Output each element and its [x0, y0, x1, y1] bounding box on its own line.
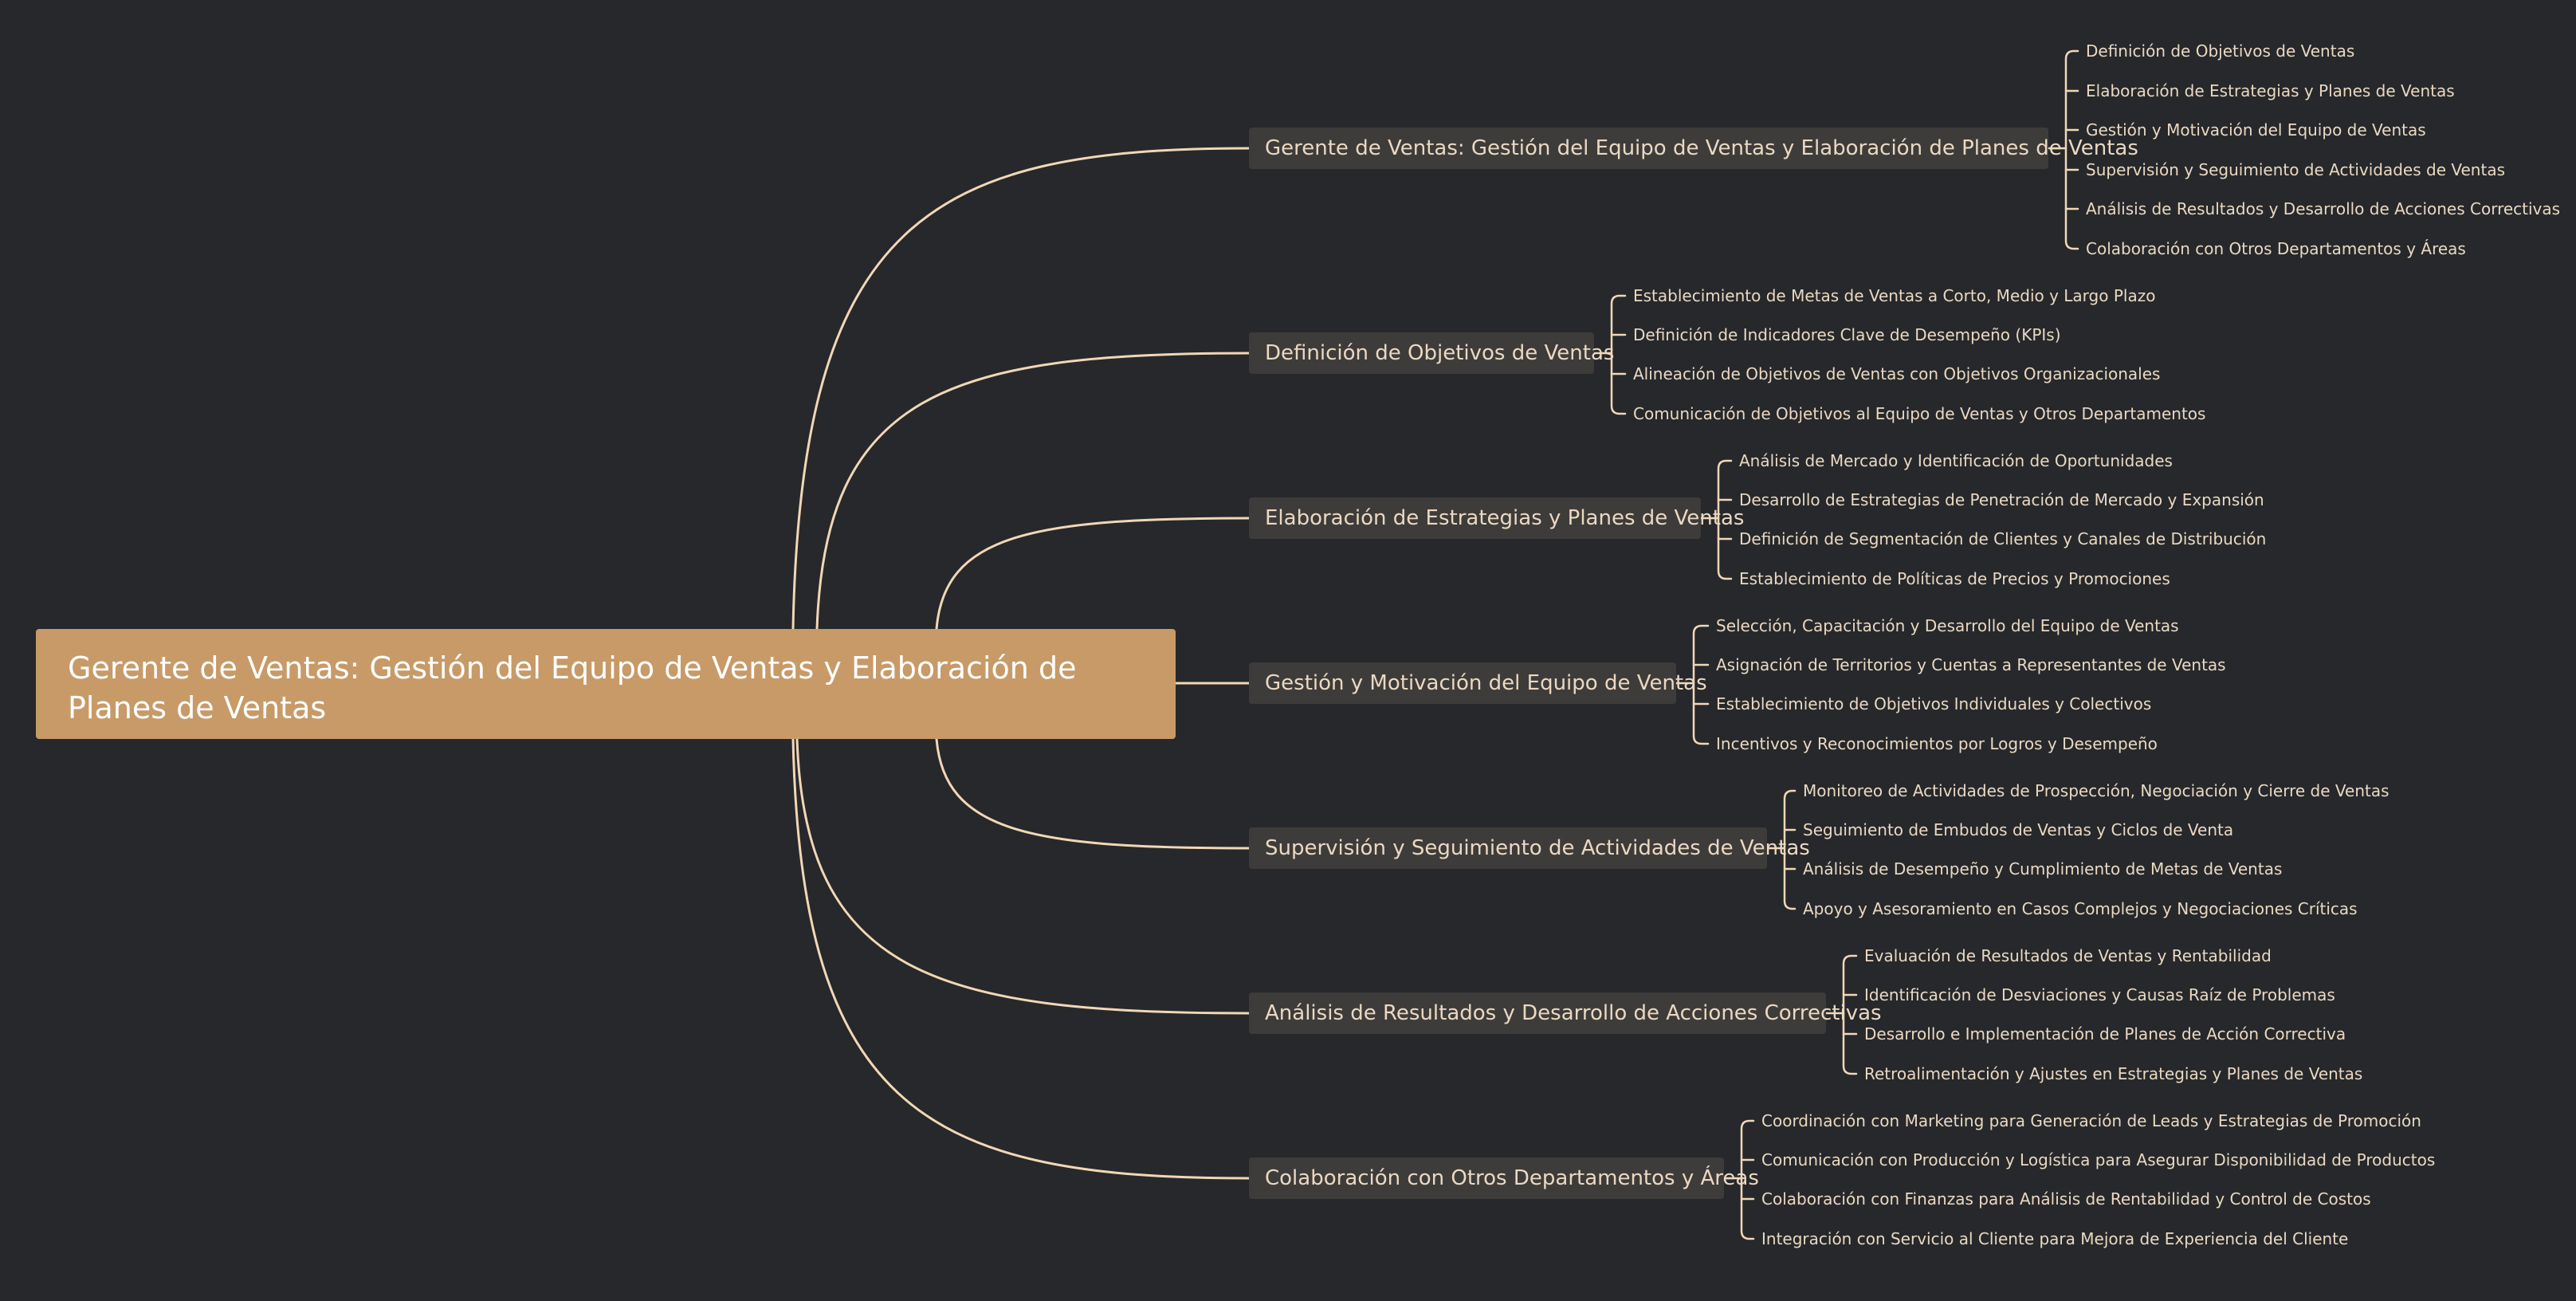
branch-topic[interactable]: Elaboración de Estrategias y Planes de V… — [1249, 497, 1744, 539]
branch-topic[interactable]: Análisis de Resultados y Desarrollo de A… — [1249, 992, 1882, 1034]
root-topic[interactable]: Gerente de Ventas: Gestión del Equipo de… — [36, 629, 1176, 739]
subtopic[interactable]: Supervisión y Seguimiento de Actividades… — [2086, 160, 2505, 179]
subtopic[interactable]: Desarrollo e Implementación de Planes de… — [1864, 1024, 2346, 1044]
bracket-connector — [1740, 1119, 1755, 1240]
bracket-connector — [1692, 624, 1710, 745]
branch-topic[interactable]: Gestión y Motivación del Equipo de Venta… — [1249, 662, 1707, 704]
bracket-connector — [1610, 294, 1627, 415]
bracket-connector — [2064, 49, 2079, 250]
subtopic[interactable]: Establecimiento de Políticas de Precios … — [1739, 569, 2170, 588]
subtopic[interactable]: Comunicación de Objetivos al Equipo de V… — [1633, 404, 2206, 423]
root-to-branch-connector — [791, 147, 1251, 631]
root-to-branch-connector — [795, 737, 1251, 1015]
subtopic[interactable]: Gestión y Motivación del Equipo de Venta… — [2086, 120, 2426, 140]
subtopic[interactable]: Definición de Segmentación de Clientes y… — [1739, 529, 2267, 548]
subtopic[interactable]: Asignación de Territorios y Cuentas a Re… — [1716, 655, 2226, 674]
branch-topic[interactable]: Supervisión y Seguimiento de Actividades… — [1249, 827, 1810, 869]
branch-topic[interactable]: Definición de Objetivos de Ventas — [1249, 332, 1614, 374]
subtopic[interactable]: Definición de Objetivos de Ventas — [2086, 41, 2355, 61]
subtopic[interactable]: Establecimiento de Objetivos Individuale… — [1716, 694, 2152, 713]
root-to-branch-connector — [935, 737, 1251, 850]
branch-topic[interactable]: Gerente de Ventas: Gestión del Equipo de… — [1249, 128, 2138, 169]
subtopic[interactable]: Evaluación de Resultados de Ventas y Ren… — [1864, 946, 2272, 965]
bracket-connector — [1717, 459, 1733, 580]
subtopic[interactable]: Coordinación con Marketing para Generaci… — [1761, 1111, 2421, 1130]
subtopic[interactable]: Desarrollo de Estrategias de Penetración… — [1739, 490, 2264, 509]
subtopic[interactable]: Integración con Servicio al Cliente para… — [1761, 1229, 2349, 1248]
branch-topic[interactable]: Colaboración con Otros Departamentos y Á… — [1249, 1158, 1759, 1199]
bracket-connector — [1783, 789, 1797, 910]
bracket-connector — [1842, 954, 1858, 1075]
subtopic[interactable]: Definición de Indicadores Clave de Desem… — [1633, 325, 2061, 344]
subtopic[interactable]: Incentivos y Reconocimientos por Logros … — [1716, 734, 2158, 753]
subtopic[interactable]: Seguimiento de Embudos de Ventas y Ciclo… — [1803, 820, 2234, 839]
subtopic[interactable]: Elaboración de Estrategias y Planes de V… — [2086, 81, 2455, 100]
subtopic[interactable]: Retroalimentación y Ajustes en Estrategi… — [1864, 1064, 2363, 1083]
subtopic[interactable]: Análisis de Desempeño y Cumplimiento de … — [1803, 859, 2283, 878]
subtopic[interactable]: Alineación de Objetivos de Ventas con Ob… — [1633, 364, 2161, 383]
subtopic[interactable]: Monitoreo de Actividades de Prospección,… — [1803, 781, 2389, 800]
subtopic[interactable]: Selección, Capacitación y Desarrollo del… — [1716, 616, 2179, 635]
subtopic[interactable]: Apoyo y Asesoramiento en Casos Complejos… — [1803, 899, 2358, 918]
subtopic[interactable]: Comunicación con Producción y Logística … — [1761, 1150, 2436, 1169]
root-to-branch-connector — [791, 737, 1251, 1180]
subtopic[interactable]: Identificación de Desviaciones y Causas … — [1864, 985, 2335, 1004]
root-to-branch-connector — [815, 352, 1251, 631]
subtopic[interactable]: Colaboración con Otros Departamentos y Á… — [2086, 239, 2466, 258]
subtopic[interactable]: Análisis de Mercado y Identificación de … — [1739, 451, 2173, 470]
subtopic[interactable]: Colaboración con Finanzas para Análisis … — [1761, 1189, 2371, 1209]
root-to-branch-connector — [935, 517, 1251, 631]
subtopic[interactable]: Establecimiento de Metas de Ventas a Cor… — [1633, 286, 2156, 305]
subtopic[interactable]: Análisis de Resultados y Desarrollo de A… — [2086, 199, 2561, 218]
